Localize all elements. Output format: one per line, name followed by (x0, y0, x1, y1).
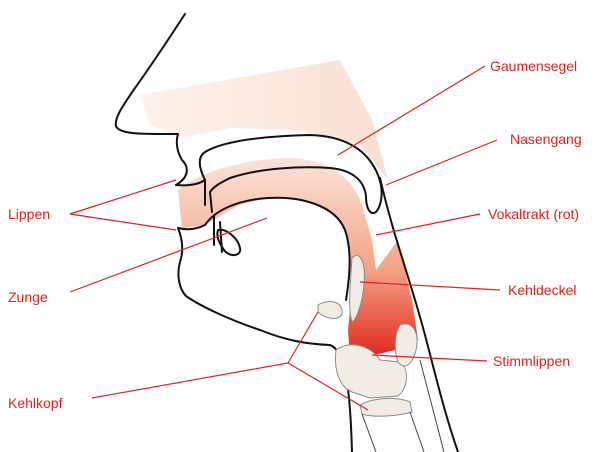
trachea-back (410, 412, 424, 452)
leader-kehlkopf-upper (92, 363, 288, 398)
label-stimmlippen: Stimmlippen (493, 353, 570, 369)
label-lippen: Lippen (8, 206, 50, 222)
leader-lippen-upper (70, 180, 176, 214)
leader-kehlkopf-a (288, 312, 318, 363)
face-profile-lower (178, 225, 352, 452)
label-kehldeckel: Kehldeckel (508, 282, 577, 298)
label-vokaltrakt: Vokaltrakt (rot) (488, 206, 579, 222)
trachea-front (362, 414, 376, 452)
tongue (205, 198, 350, 300)
leader-nasengang (386, 140, 497, 185)
esophagus-line (420, 360, 444, 452)
label-zunge: Zunge (8, 289, 48, 305)
label-kehlkopf: Kehlkopf (8, 395, 63, 411)
trachea-ring (360, 398, 412, 416)
leader-lippen-lower (70, 214, 176, 230)
arytenoid-cartilage (318, 302, 342, 319)
label-gaumensegel: Gaumensegel (490, 58, 577, 74)
cricoid-cartilage (395, 324, 417, 366)
label-nasengang: Nasengang (510, 131, 582, 147)
